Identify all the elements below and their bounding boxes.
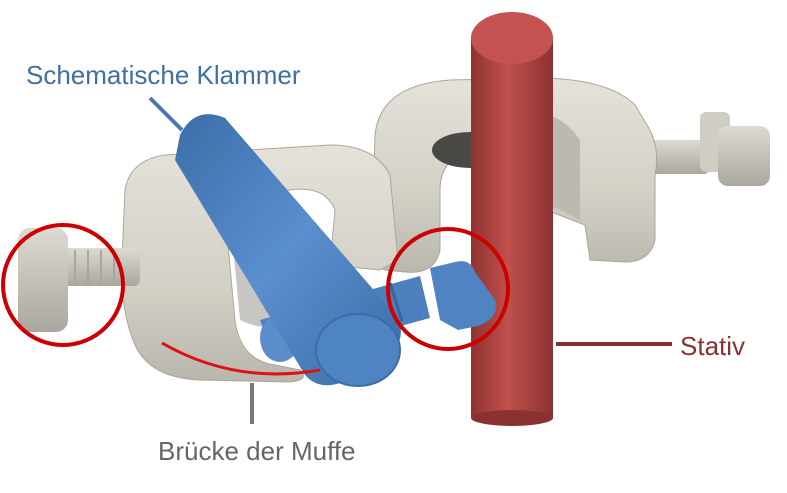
stand-label: Stativ <box>680 331 746 361</box>
bridge-label: Brücke der Muffe <box>158 436 356 466</box>
left-screw-highlight-circle <box>1 223 125 347</box>
bridge-arc <box>161 341 321 376</box>
stand-rod <box>471 12 553 426</box>
right-screw-highlight-circle <box>386 227 510 351</box>
left-grey-screw <box>18 228 140 332</box>
clamp-label: Schematische Klammer <box>26 60 301 90</box>
schematic-clamp-rod <box>175 114 401 387</box>
clamp-leader-line <box>148 96 184 132</box>
